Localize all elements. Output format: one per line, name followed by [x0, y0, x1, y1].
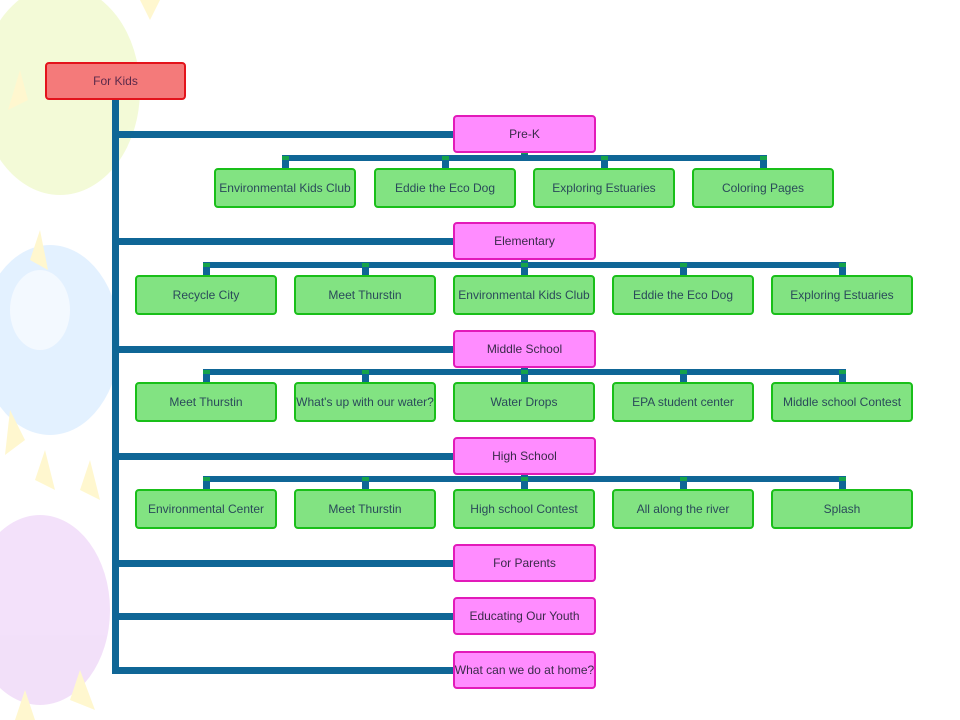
drop-line-middle-school-2: [521, 375, 528, 382]
junction-marker-high-school-0: [203, 477, 210, 481]
category-elementary[interactable]: Elementary: [453, 222, 596, 260]
root-node-for-kids[interactable]: For Kids: [45, 62, 186, 100]
branch-line-educating-our-youth: [112, 613, 453, 620]
leaf-middle-water-drops[interactable]: Water Drops: [453, 382, 595, 422]
drop-line-pre-k-1: [442, 161, 449, 168]
drop-line-middle-school-1: [362, 375, 369, 382]
leaf-middle-middle-school-contest[interactable]: Middle school Contest: [771, 382, 913, 422]
junction-marker-pre-k-1: [442, 156, 449, 160]
leaf-middle-whats-up-with-our-water[interactable]: What's up with our water?: [294, 382, 436, 422]
leaf-prek-exploring-estuaries[interactable]: Exploring Estuaries: [533, 168, 675, 208]
leaf-high-all-along-the-river[interactable]: All along the river: [612, 489, 754, 529]
branch-line-for-parents: [112, 560, 453, 567]
drop-line-elementary-2: [521, 268, 528, 275]
category-what-can-we-do-at-home[interactable]: What can we do at home?: [453, 651, 596, 689]
drop-line-elementary-4: [839, 268, 846, 275]
branch-line-elementary: [112, 238, 453, 245]
drop-line-middle-school-0: [203, 375, 210, 382]
branch-line-middle-school: [112, 346, 453, 353]
junction-marker-middle-school-2: [521, 370, 528, 374]
leaf-elem-eddie-the-eco-dog[interactable]: Eddie the Eco Dog: [612, 275, 754, 315]
junction-marker-elementary-2: [521, 263, 528, 267]
drop-line-elementary-0: [203, 268, 210, 275]
category-pre-k[interactable]: Pre-K: [453, 115, 596, 153]
leaf-prek-coloring-pages[interactable]: Coloring Pages: [692, 168, 834, 208]
category-educating-our-youth[interactable]: Educating Our Youth: [453, 597, 596, 635]
drop-line-high-school-2: [521, 482, 528, 489]
junction-marker-high-school-2: [521, 477, 528, 481]
category-middle-school[interactable]: Middle School: [453, 330, 596, 368]
drop-line-middle-school-4: [839, 375, 846, 382]
junction-marker-middle-school-4: [839, 370, 846, 374]
branch-line-what-can-we-do-at-home: [112, 667, 453, 674]
leaf-high-environmental-center[interactable]: Environmental Center: [135, 489, 277, 529]
drop-line-pre-k-2: [601, 161, 608, 168]
leaf-prek-eddie-the-eco-dog[interactable]: Eddie the Eco Dog: [374, 168, 516, 208]
leaf-middle-epa-student-center[interactable]: EPA student center: [612, 382, 754, 422]
junction-marker-elementary-1: [362, 263, 369, 267]
drop-line-elementary-1: [362, 268, 369, 275]
junction-marker-elementary-4: [839, 263, 846, 267]
leaf-prek-environmental-kids-club[interactable]: Environmental Kids Club: [214, 168, 356, 208]
leaf-elem-environmental-kids-club[interactable]: Environmental Kids Club: [453, 275, 595, 315]
junction-marker-middle-school-3: [680, 370, 687, 374]
junction-marker-middle-school-0: [203, 370, 210, 374]
junction-marker-pre-k-2: [601, 156, 608, 160]
category-for-parents[interactable]: For Parents: [453, 544, 596, 582]
junction-marker-elementary-0: [203, 263, 210, 267]
junction-marker-elementary-3: [680, 263, 687, 267]
junction-marker-high-school-3: [680, 477, 687, 481]
drop-line-high-school-0: [203, 482, 210, 489]
junction-marker-high-school-1: [362, 477, 369, 481]
junction-marker-middle-school-1: [362, 370, 369, 374]
branch-line-high-school: [112, 453, 453, 460]
category-high-school[interactable]: High School: [453, 437, 596, 475]
drop-line-elementary-3: [680, 268, 687, 275]
leaf-elem-recycle-city[interactable]: Recycle City: [135, 275, 277, 315]
drop-line-pre-k-3: [760, 161, 767, 168]
drop-line-high-school-4: [839, 482, 846, 489]
junction-marker-pre-k-0: [282, 156, 289, 160]
leaf-middle-meet-thurstin[interactable]: Meet Thurstin: [135, 382, 277, 422]
branch-line-pre-k: [112, 131, 453, 138]
leaf-high-high-school-contest[interactable]: High school Contest: [453, 489, 595, 529]
leaf-elem-exploring-estuaries[interactable]: Exploring Estuaries: [771, 275, 913, 315]
junction-marker-pre-k-3: [760, 156, 767, 160]
drop-line-high-school-3: [680, 482, 687, 489]
junction-marker-high-school-4: [839, 477, 846, 481]
drop-line-pre-k-0: [282, 161, 289, 168]
drop-line-middle-school-3: [680, 375, 687, 382]
leaf-high-meet-thurstin[interactable]: Meet Thurstin: [294, 489, 436, 529]
leaf-high-splash[interactable]: Splash: [771, 489, 913, 529]
bus-line-pre-k: [282, 155, 767, 161]
trunk-line: [112, 100, 119, 673]
leaf-elem-meet-thurstin[interactable]: Meet Thurstin: [294, 275, 436, 315]
drop-line-high-school-1: [362, 482, 369, 489]
